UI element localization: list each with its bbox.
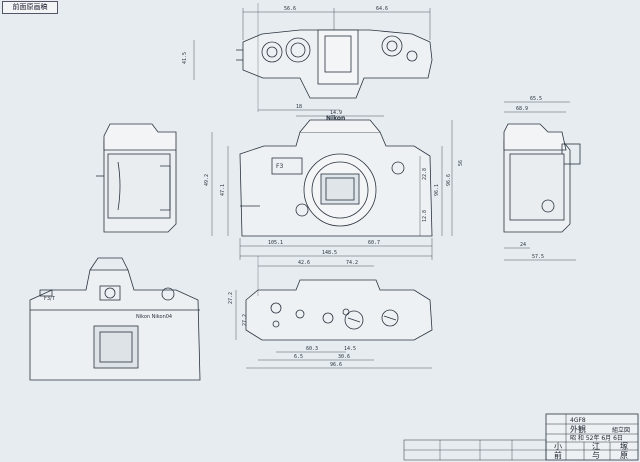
- dim-top-left: 56.6: [284, 6, 296, 12]
- brand-logo-text: Nikon: [326, 115, 345, 122]
- dim-front-right-b: 96.6: [446, 174, 452, 186]
- dim-bottom-side-a: 27.2: [228, 292, 234, 304]
- title-block-cell-6: 原: [620, 451, 628, 460]
- corner-stamp: 前面原画稿: [2, 1, 58, 14]
- dim-top-height: 41.5: [182, 52, 188, 64]
- back-view: [29, 257, 201, 381]
- dim-bottom-e: 96.6: [330, 362, 342, 368]
- back-text-label: Nikon Nikon04: [136, 314, 172, 320]
- title-block-cell-5: 塚: [620, 442, 628, 451]
- dim-top-right: 64.6: [376, 6, 388, 12]
- dim-bottom-top-b: 74.2: [346, 260, 358, 266]
- title-block-date: 昭 和 52年 6月 6日: [570, 434, 623, 442]
- title-block-cell-3: 江: [592, 442, 600, 451]
- front-view: [211, 115, 453, 260]
- dim-side-bottom-b: 57.5: [532, 254, 544, 260]
- title-block-cell-1: 小: [554, 442, 562, 451]
- dim-front-right-c: 56: [458, 160, 464, 166]
- dim-top-bottom: 18: [296, 104, 302, 110]
- dim-bottom-top-a: 42.6: [298, 260, 310, 266]
- back-model-label: F3/T: [44, 296, 56, 302]
- model-badge: F3: [276, 163, 283, 170]
- dim-bottom-b: 14.5: [344, 346, 356, 352]
- right-side-view: [503, 101, 581, 261]
- title-block: [403, 413, 639, 461]
- dim-bottom-a: 60.3: [306, 346, 318, 352]
- dim-front-top: 14.9: [330, 110, 342, 116]
- dim-front-bottom-left: 105.1: [268, 240, 283, 246]
- title-block-cell-2: 前: [554, 450, 562, 460]
- dim-front-bottom-right: 60.7: [368, 240, 380, 246]
- dim-front-bottom-total: 148.5: [322, 250, 337, 256]
- dim-front-right-a: 96.1: [434, 184, 440, 196]
- left-side-view: [96, 123, 177, 233]
- title-block-cell-4: 与: [592, 451, 600, 460]
- dim-side-top-b: 68.9: [516, 106, 528, 112]
- dim-front-left-b: 49.2: [204, 174, 210, 186]
- dim-side-top-a: 65.5: [530, 96, 542, 102]
- dim-front-inner-b: 12.8: [422, 210, 428, 222]
- dim-bottom-side-b: 27.2: [242, 314, 248, 326]
- dim-side-bottom-a: 24: [520, 242, 526, 248]
- dim-bottom-d: 30.6: [338, 354, 350, 360]
- dim-front-inner-a: 22.8: [422, 168, 428, 180]
- title-block-name: 外観: [570, 424, 586, 434]
- dim-bottom-c: 6.5: [294, 354, 303, 360]
- bottom-view: [235, 256, 433, 369]
- title-block-code: 4GF8: [570, 417, 586, 424]
- top-view: [193, 3, 433, 112]
- title-block-type: 組立図: [612, 426, 630, 434]
- dim-front-left-a: 47.1: [220, 184, 226, 196]
